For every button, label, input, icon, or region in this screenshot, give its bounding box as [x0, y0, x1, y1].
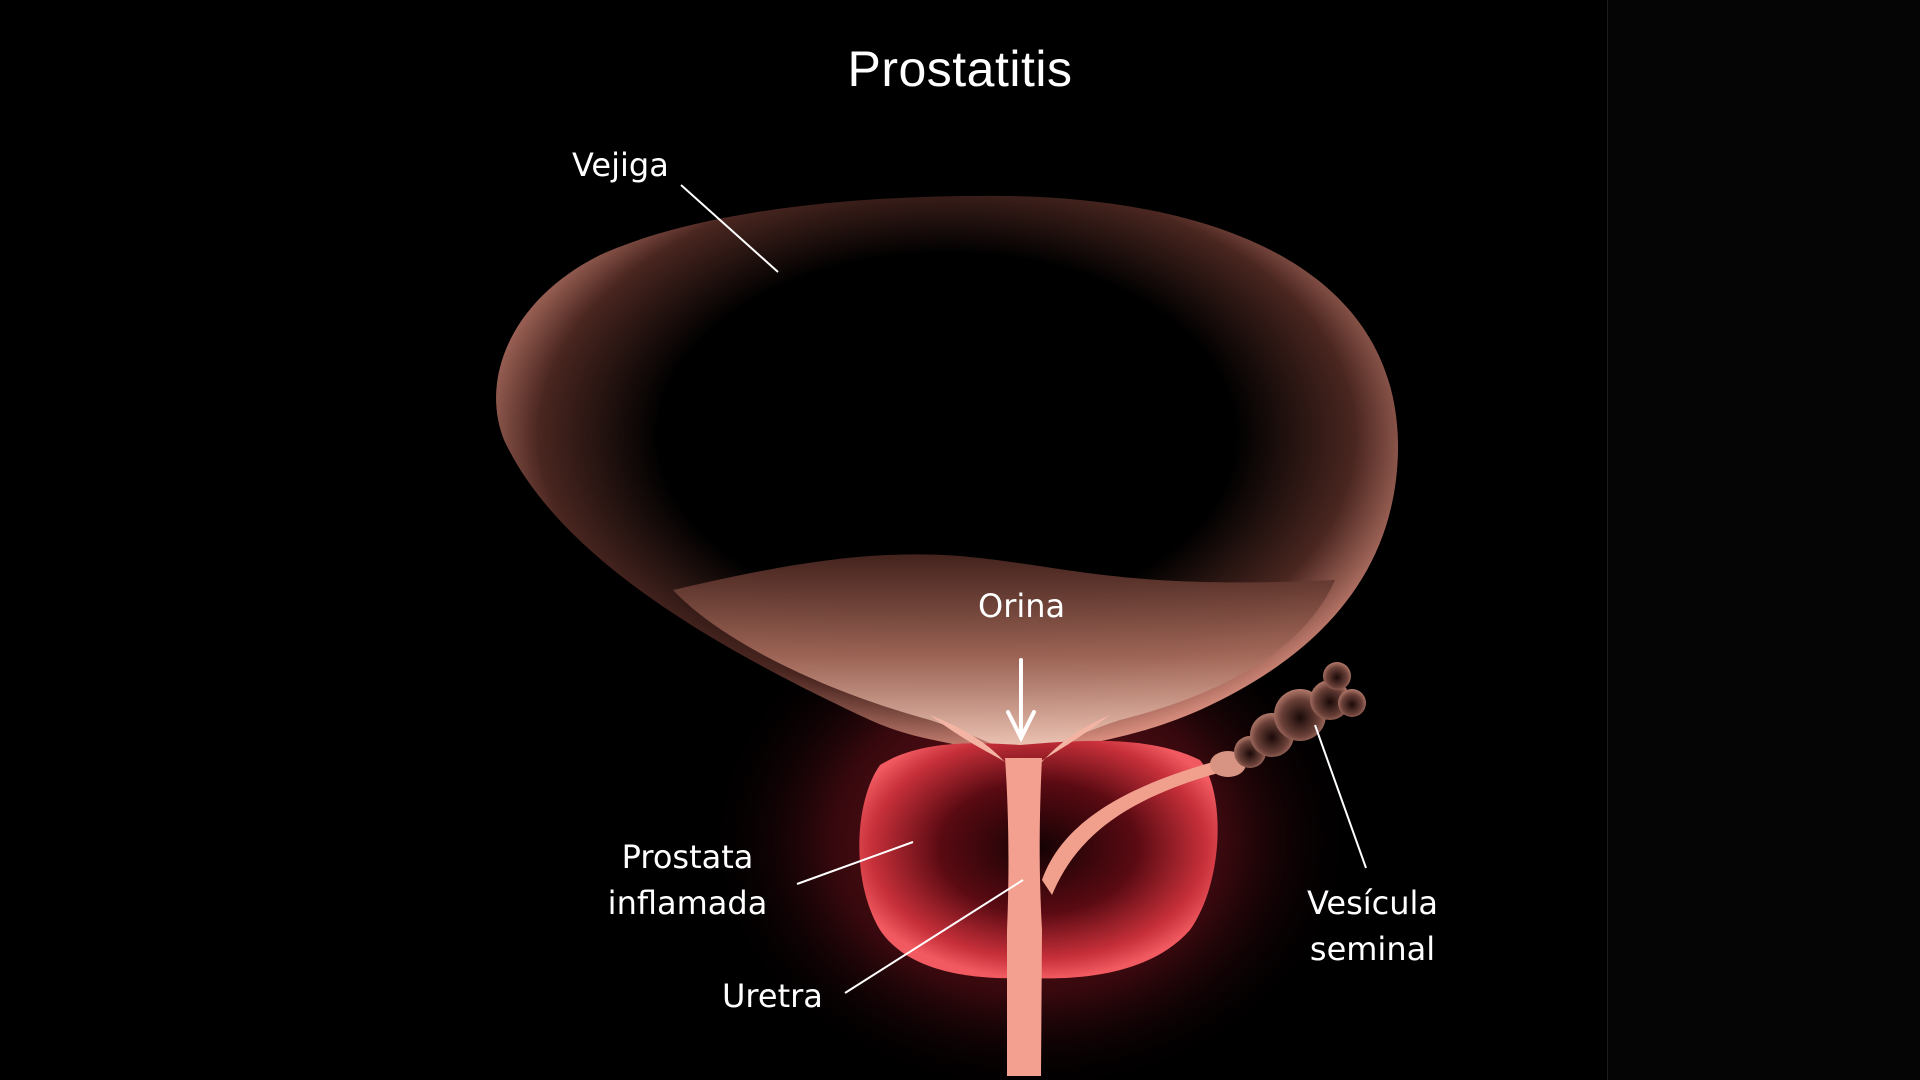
figure-title: Prostatitis	[847, 41, 1073, 97]
label-prostate: Prostata inflamada	[600, 834, 775, 926]
ejaculatory-duct	[1042, 760, 1222, 895]
label-bladder: Vejiga	[572, 146, 669, 184]
label-seminal-line1: Vesícula	[1306, 884, 1439, 922]
leader-prostate	[796, 841, 914, 885]
label-prostate-line2: inflamada	[607, 884, 768, 922]
leader-bladder	[680, 184, 779, 273]
bladder-neck	[930, 715, 1110, 762]
leader-seminal	[1314, 724, 1367, 869]
leader-urethra	[844, 879, 1024, 994]
urethra-tube	[1005, 758, 1042, 1076]
label-seminal-vesicle: Vesícula seminal	[1300, 880, 1445, 972]
arrow-down-icon	[1006, 658, 1036, 743]
label-seminal-line2: seminal	[1309, 930, 1436, 968]
label-prostate-line1: Prostata	[621, 838, 754, 876]
label-urethra: Uretra	[722, 977, 823, 1015]
label-urine: Orina	[978, 587, 1066, 625]
seminal-vesicle	[1210, 662, 1366, 777]
urine-pool	[673, 554, 1335, 758]
right-margin-panel	[1607, 0, 1920, 1080]
leader-lines	[680, 184, 1367, 994]
